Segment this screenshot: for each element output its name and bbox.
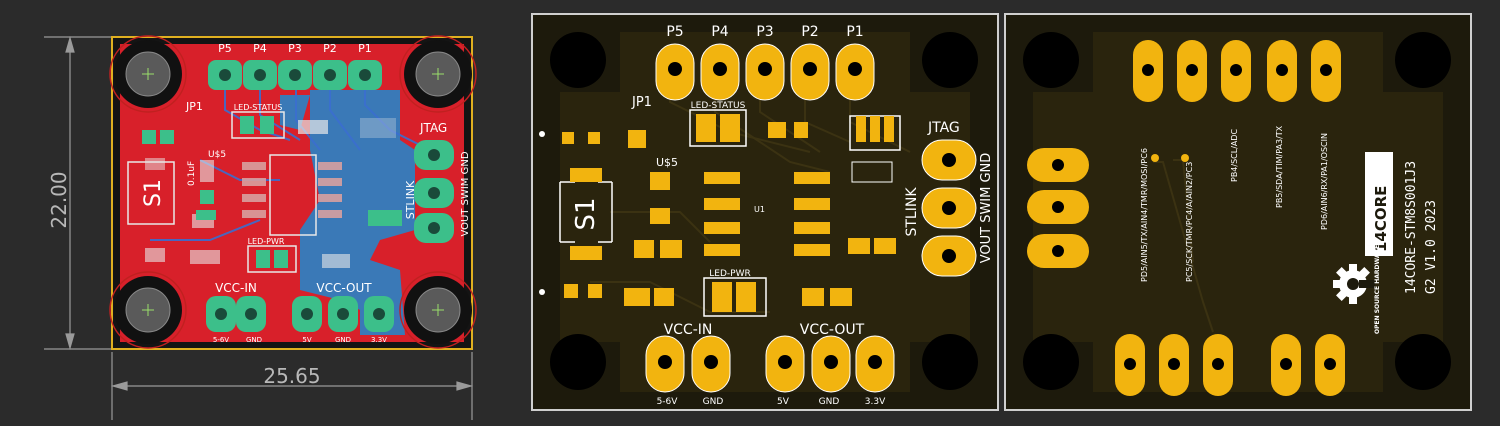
layout-label-jp1: JP1 [185,100,203,113]
top-label-vout-swim-gnd: VOUT SWIM GND [979,153,994,264]
layout-header-label-p3: P3 [288,42,302,55]
bottom-copper-pour [1033,32,1443,392]
layout-label-vcc-out: VCC-OUT [316,281,372,295]
layout-label-led-pwr: LED-PWR [248,237,285,246]
bottom-version: G2 V1.0 2023 [1424,200,1439,294]
mounting-holes [109,35,477,349]
layout-header-label-p5: P5 [218,42,232,55]
top-label-u1: U1 [754,205,765,214]
layout-label-gnd-a: GND [246,336,262,344]
bottom-pin-label-4: PD6/AIN6/RX/PA1/OSCIN [1320,133,1329,230]
top-switch-s1 [559,168,613,260]
layout-label-vin-range: 5-6V [213,336,229,344]
bottom-part-number: 14CORE-STM8S001J3 [1404,161,1419,294]
layout-header-bottom [206,296,394,332]
bottom-pin-label-3: PB5/SDA/TIM/PA3/TX [1275,125,1284,208]
layout-label-gnd-b: GND [335,336,351,344]
top-header-label-p1: P1 [846,24,863,40]
layout-label-led-status: LED-STATUS [234,103,283,112]
bottom-brand-logo: 14CORE [1365,152,1393,256]
layout-jtag-pads [414,140,454,243]
top-label-5v: 5V [777,397,790,407]
dimension-lines [44,35,474,420]
layout-header-label-p4: P4 [253,42,267,55]
top-label-s1: S1 [571,197,601,230]
bottom-pin-label-2: PB4/SCL/ADC [1230,128,1239,182]
top-label-vcc-in: VCC-IN [664,322,713,338]
top-mounting-holes [550,32,978,390]
dimension-width: 25.65 [263,364,320,388]
layout-label-5v: 5V [302,336,311,344]
top-header-label-p2: P2 [801,24,818,40]
bottom-mounting-holes [1023,32,1451,390]
layout-label-jtag: JTAG [419,121,447,135]
top-label-gnd-a: GND [703,397,724,407]
top-label-vin-range: 5-6V [657,397,679,407]
layout-label-us5: U$5 [208,150,226,160]
layout-label-vout-swim-gnd: VOUT SWIM GND [460,151,471,236]
top-label-led-status: LED-STATUS [691,101,746,111]
top-header-label-p5: P5 [666,24,683,40]
top-label-stlink: STLINK [904,187,920,237]
layout-header-top [208,60,382,90]
layout-label-3v3: 3.3V [371,336,387,344]
bottom-pin-label-1: PC5/SCK/TMR/PC4/A/AIN2/PC3 [1185,162,1194,282]
dimension-height: 22.00 [47,171,71,228]
bottom-oshw-text: OPEN SOURCE HARDWARE [1374,245,1381,334]
layout-label-stlink: STLINK [404,180,417,219]
layout-header-label-p1: P1 [358,42,372,55]
pcb-bottom-render: PD5/AIN5/TX/AIN4/TMR/MOSI/PC6 PC5/SCK/TM… [1004,13,1472,411]
top-header-label-p4: P4 [711,24,728,40]
top-label-vcc-out: VCC-OUT [800,322,865,338]
oshw-gear-icon [1333,264,1375,304]
top-label-3v3: 3.3V [865,397,886,407]
bottom-pin-label-0: PD5/AIN5/TX/AIN4/TMR/MOSI/PC6 [1140,148,1149,282]
top-label-led-pwr: LED-PWR [709,269,750,279]
layout-label-s1: S1 [141,179,166,207]
layout-label-cap: 0.1uF [187,161,197,186]
layout-header-label-p2: P2 [323,42,337,55]
pcb-top-render: P5 P4 P3 P2 P1 [531,13,999,411]
top-label-us5: U$5 [656,156,678,169]
svg-text:14CORE: 14CORE [1372,186,1390,252]
top-label-jp1: JP1 [631,95,652,110]
top-label-jtag: JTAG [927,120,960,136]
layout-copper-pour [300,90,415,335]
layout-components [127,111,402,273]
layout-label-vcc-in: VCC-IN [215,281,257,295]
top-label-gnd-b: GND [819,397,840,407]
top-components [562,109,901,317]
top-header-label-p3: P3 [756,24,773,40]
pcb-layout-view: 22.00 25.65 [44,35,477,420]
